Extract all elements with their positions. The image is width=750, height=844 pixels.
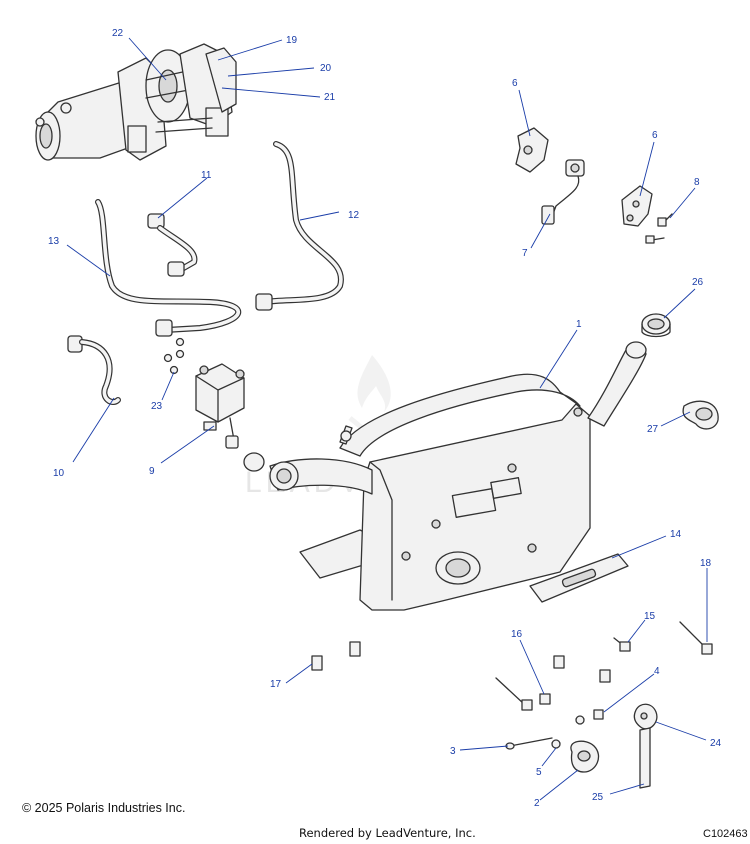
pin-3 <box>505 737 553 750</box>
callout-23: 23 <box>151 401 163 412</box>
tow-hook-2 <box>570 740 600 773</box>
callout-3: 3 <box>450 746 456 757</box>
washer-5 <box>551 739 561 749</box>
strap-25 <box>639 727 651 789</box>
wire-harness-7 <box>541 159 585 225</box>
rendered-by-text: Rendered by LeadVenture, Inc. <box>299 826 476 840</box>
bezel-27 <box>682 400 719 430</box>
winch-hook-24 <box>633 703 658 730</box>
callout-6b: 6 <box>652 130 658 141</box>
cable-13 <box>95 199 242 337</box>
callout-5: 5 <box>536 767 542 778</box>
bolt-16 <box>495 677 551 711</box>
contactor-9 <box>195 363 245 449</box>
winch-assembly <box>35 43 237 161</box>
callout-26: 26 <box>692 277 704 288</box>
callout-7: 7 <box>522 248 528 259</box>
callout-27: 27 <box>647 424 659 435</box>
callout-2: 2 <box>534 798 540 809</box>
callout-12: 12 <box>348 210 360 221</box>
callout-22: 22 <box>112 28 124 39</box>
cable-12 <box>255 141 344 311</box>
callout-21: 21 <box>324 92 336 103</box>
callout-19: 19 <box>286 35 298 46</box>
bolt-17 <box>311 641 361 671</box>
callout-20: 20 <box>320 63 332 74</box>
callout-labels: 22 19 20 21 6 6 8 7 11 12 13 26 1 23 27 … <box>48 28 722 809</box>
callout-1: 1 <box>576 319 582 330</box>
cable-11 <box>147 213 198 277</box>
callout-8: 8 <box>694 177 700 188</box>
leader-lines <box>66 37 708 801</box>
nuts-23 <box>163 337 185 375</box>
callout-6a: 6 <box>512 78 518 89</box>
callout-17: 17 <box>270 679 282 690</box>
callout-18: 18 <box>700 558 712 569</box>
callout-9: 9 <box>149 466 155 477</box>
callout-15: 15 <box>644 611 656 622</box>
bolt-8 <box>645 213 673 244</box>
callout-24: 24 <box>710 738 722 749</box>
callout-11: 11 <box>201 170 212 181</box>
cable-10 <box>67 335 121 405</box>
callout-10: 10 <box>53 468 65 479</box>
callout-13: 13 <box>48 236 60 247</box>
fairlead-14 <box>529 553 629 603</box>
contactor-bracket-upper <box>515 127 549 173</box>
callout-16: 16 <box>511 629 523 640</box>
bolt-group-center <box>553 655 611 725</box>
bumper-frame <box>243 341 647 611</box>
bolt-18 <box>679 621 713 655</box>
callout-25: 25 <box>592 792 604 803</box>
copyright-text: © 2025 Polaris Industries Inc. <box>22 801 186 815</box>
grommet-26 <box>641 313 671 338</box>
bolt-15 <box>613 637 631 652</box>
callout-14: 14 <box>670 529 682 540</box>
diagram-code: C102463 <box>703 828 748 840</box>
contactor-bracket-lower <box>621 185 653 227</box>
callout-4: 4 <box>654 666 660 677</box>
